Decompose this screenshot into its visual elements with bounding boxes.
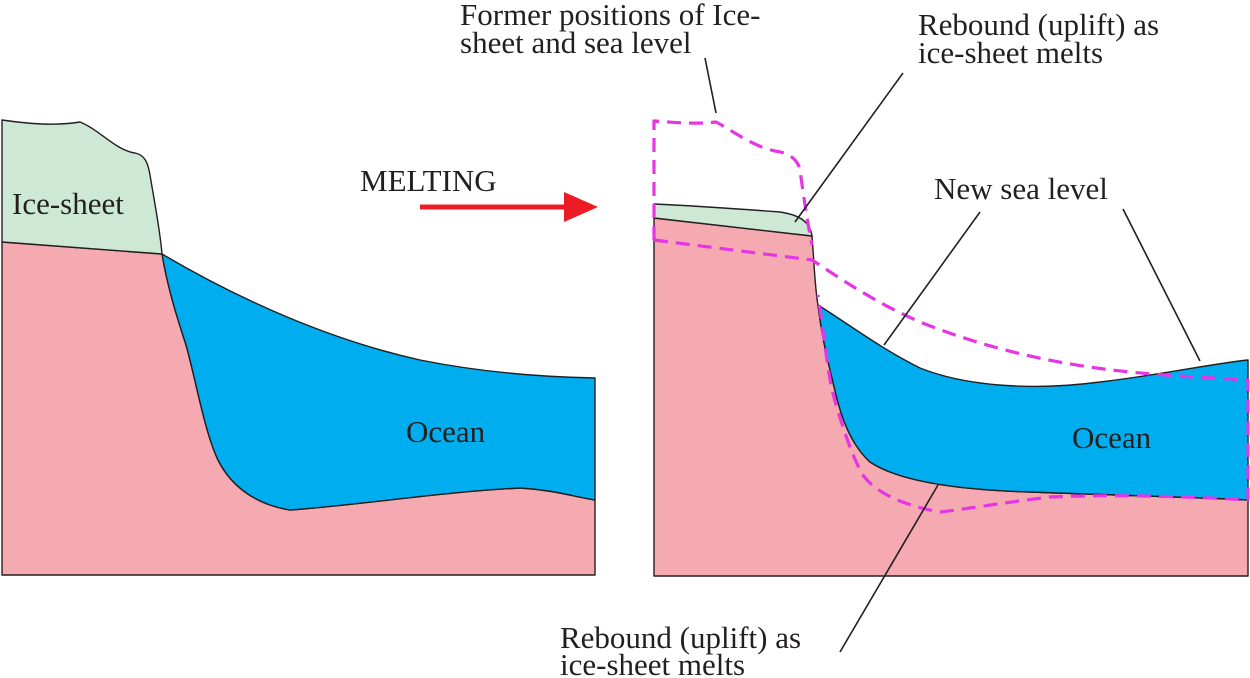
rebound-bottom-leader	[839, 484, 939, 653]
ocean-label-after: Ocean	[1072, 420, 1152, 455]
new-sea-level-leader-left	[883, 211, 981, 346]
former-positions-label: Former positions of Ice- sheet and sea l…	[460, 0, 768, 60]
melting-label: MELTING	[360, 163, 497, 198]
melting-transition: MELTING	[360, 163, 598, 222]
former-bedrock-outline	[653, 238, 1250, 514]
before-panel: Ice-sheet Ocean	[1, 119, 596, 576]
rebound-top-label-line2: ice-sheet melts	[918, 35, 1103, 70]
former-ice-sheet-outline	[652, 119, 814, 246]
ocean-after	[817, 304, 1249, 501]
ocean-before	[161, 253, 596, 511]
rebound-bottom-label-line1: Rebound (uplift) as	[560, 620, 801, 655]
rebound-bottom-label: Rebound (uplift) as ice-sheet melts	[560, 620, 809, 678]
rebound-top-label-line1: Rebound (uplift) as	[918, 7, 1159, 42]
after-panel: Ocean Former positions of Ice- sheet and…	[460, 0, 1250, 678]
rebound-top-label: Rebound (uplift) as ice-sheet melts	[918, 7, 1167, 70]
ice-sheet-label: Ice-sheet	[12, 186, 124, 221]
rebound-bottom-label-line2: ice-sheet melts	[560, 647, 745, 678]
rebound-top-leader	[794, 72, 904, 223]
ocean-label-before: Ocean	[406, 414, 486, 449]
new-sea-level-leader-right	[1122, 208, 1201, 362]
former-positions-label-line2: sheet and sea level	[460, 25, 692, 60]
melting-arrow-head-icon	[564, 192, 598, 222]
ice-sheet-before	[1, 119, 163, 255]
new-sea-level-label: New sea level	[934, 171, 1108, 206]
former-positions-leader	[704, 57, 717, 114]
former-positions-label-line1: Former positions of Ice-	[460, 0, 760, 32]
